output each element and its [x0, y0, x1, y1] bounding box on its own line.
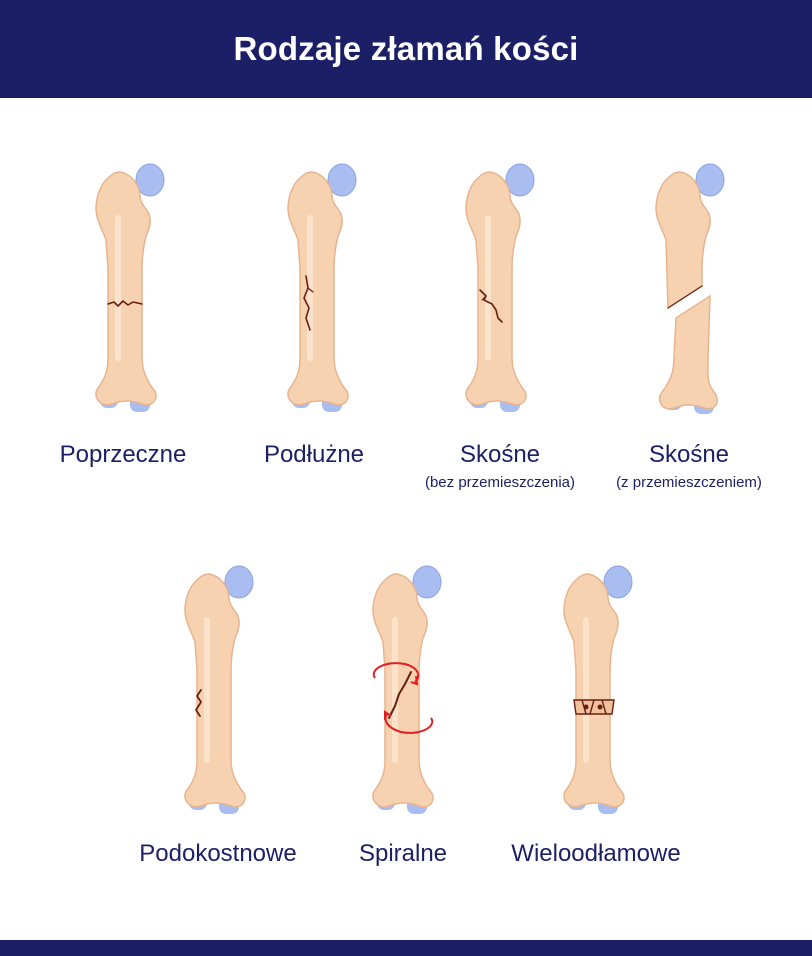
page-title: Rodzaje złamań kości	[233, 30, 579, 67]
fracture-label-oblique-displaced: Skośne	[648, 441, 730, 468]
fracture-label-comminuted: Wieloodłamowe	[511, 840, 681, 867]
bone-oblique-displaced-illustration	[655, 163, 725, 414]
fracture-label-transverse: Poprzeczne	[59, 441, 187, 468]
bone-longitudinal-illustration	[287, 163, 357, 412]
footer-bar	[0, 940, 812, 956]
bone-oblique-illustration	[465, 163, 535, 412]
bone-subperiosteal-illustration	[184, 565, 254, 814]
header-banner: Rodzaje złamań kości	[0, 0, 812, 98]
fracture-label-longitudinal: Podłużne	[263, 441, 365, 468]
fracture-label-oblique: Skośne	[459, 441, 541, 468]
fracture-label-subperiosteal: Podokostnowe	[139, 840, 297, 867]
fracture-sublabel-oblique-displaced: (z przemieszczeniem)	[616, 474, 762, 491]
bone-comminuted-illustration	[563, 565, 633, 814]
fracture-label-spiral: Spiralne	[358, 840, 448, 867]
bone-transverse-illustration	[95, 163, 165, 412]
fracture-sublabel-oblique: (bez przemieszczenia)	[424, 474, 576, 491]
bone-spiral-illustration	[372, 565, 442, 814]
